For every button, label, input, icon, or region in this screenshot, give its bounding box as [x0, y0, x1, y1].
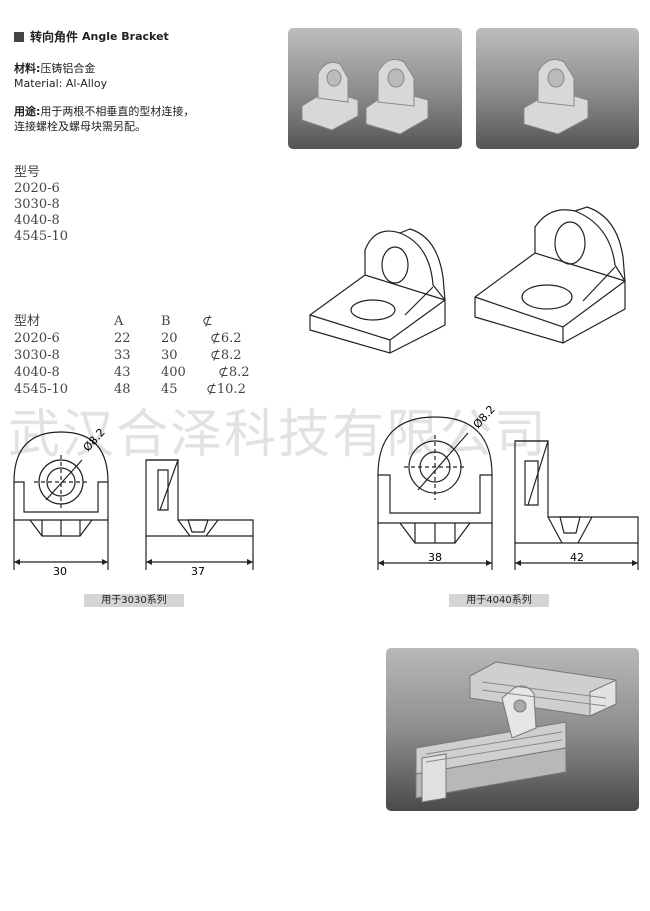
table-row: 4545-10 48 45 ⊄10.2 [14, 381, 262, 398]
table-cell: 22 [114, 331, 131, 346]
header-cell: B [161, 314, 171, 329]
isometric-drawings [309, 206, 626, 354]
table-cell: 4545-10 [14, 382, 69, 397]
material-label: 材料: [14, 62, 41, 75]
material-en: Material: Al-Alloy [14, 77, 108, 90]
table-cell: 33 [114, 348, 131, 363]
table-cell: 2020-6 [14, 331, 60, 346]
header-cell: ⊄ [202, 314, 213, 329]
dim-front-label: 30 [53, 565, 67, 578]
material-block: 材料:压铸铝合金 Material: Al-Alloy [14, 61, 107, 91]
drawing-3030: Ø8.2 30 37 [13, 426, 254, 578]
series-label-3030: 用于3030系列 [84, 594, 184, 607]
table-cell: 20 [161, 331, 178, 346]
table-cell: ⊄8.2 [218, 365, 250, 380]
model-heading: 型号 [14, 165, 41, 180]
model-item: 3030-8 [14, 197, 60, 212]
table-cell: ⊄8.2 [210, 348, 242, 363]
series-label-4040: 用于4040系列 [449, 594, 549, 607]
diameter-label: Ø8.2 [81, 426, 108, 454]
table-cell: ⊄10.2 [206, 382, 246, 397]
table-cell: 3030-8 [14, 348, 60, 363]
watermark-text: 武汉合泽科技有限公司 [8, 405, 549, 465]
model-item: 2020-6 [14, 181, 60, 196]
header-cell: A [114, 314, 124, 329]
usage-block: 用途:用于两根不相垂直的型材连接， 连接螺栓及螺母块需另配。 [14, 104, 194, 134]
usage-label: 用途: [14, 105, 41, 118]
title-cn: 转向角件 [30, 30, 79, 44]
header-cell: 型材 [14, 314, 41, 329]
table-cell: ⊄6.2 [210, 331, 242, 346]
drawing-4040: Ø8.2 38 42 [377, 405, 639, 570]
dim-front-label: 38 [428, 551, 442, 564]
dim-side-label: 42 [570, 551, 584, 564]
table-cell: 43 [114, 365, 131, 380]
product-photo-single [476, 28, 639, 149]
table-cell: 45 [161, 382, 178, 397]
model-item: 4545-10 [14, 229, 69, 244]
table-row: 3030-8 33 30 ⊄8.2 [14, 347, 262, 364]
square-bullet-icon [14, 31, 24, 42]
diameter-label: Ø8.2 [471, 405, 498, 431]
dim-side-label: 37 [191, 565, 205, 578]
spec-table: 型材 A B ⊄ 2020-6 22 20 ⊄6.2 3030-8 33 30 … [14, 313, 262, 398]
table-cell: 400 [161, 365, 186, 380]
usage-line2: 连接螺栓及螺母块需另配。 [14, 120, 146, 133]
title-en: Angle Bracket [82, 30, 169, 43]
bracket-photo-icon [523, 59, 589, 135]
page-title: 转向角件 Angle Bracket [14, 28, 169, 45]
table-row: 2020-6 22 20 ⊄6.2 [14, 330, 262, 347]
model-item: 4040-8 [14, 213, 60, 228]
table-cell: 48 [114, 382, 131, 397]
model-list: 型号 2020-6 3030-8 4040-8 4545-10 [14, 165, 68, 245]
product-photo-pair [288, 28, 462, 149]
material-value: 压铸铝合金 [40, 62, 96, 75]
table-header-row: 型材 A B ⊄ [14, 313, 262, 330]
table-row: 4040-8 43 400 ⊄8.2 [14, 364, 262, 381]
assembly-photo [386, 648, 639, 811]
aluminum-profile-assembly-icon [415, 661, 617, 803]
table-cell: 30 [161, 348, 178, 363]
usage-line1: 用于两根不相垂直的型材连接， [40, 105, 195, 118]
bracket-photo-icon [301, 59, 429, 135]
table-cell: 4040-8 [14, 365, 60, 380]
